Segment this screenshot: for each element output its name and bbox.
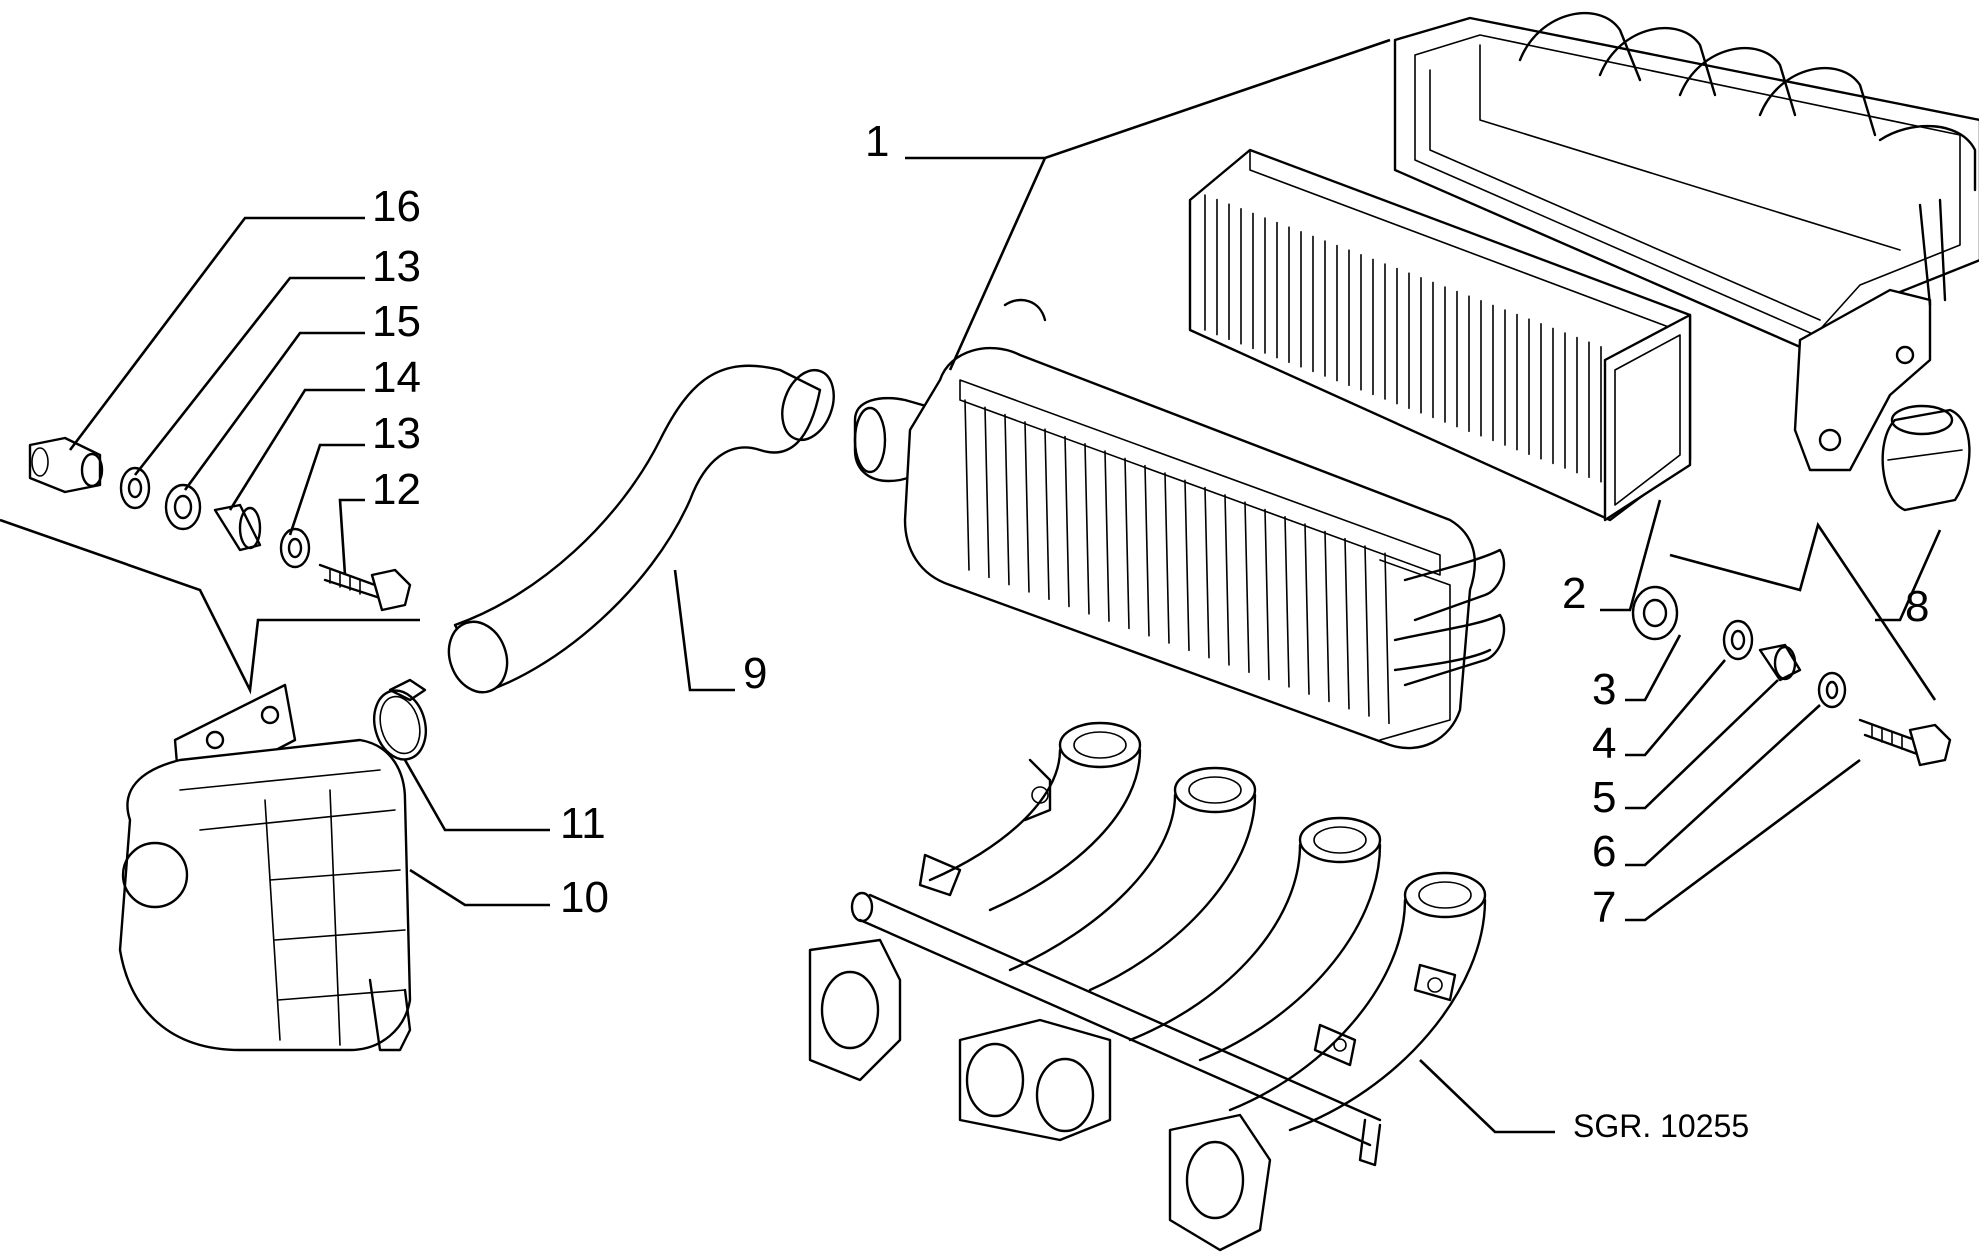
air-filter-cover [1393, 11, 1979, 472]
callout-6: 6 [1592, 827, 1617, 876]
callout-11: 11 [560, 799, 606, 848]
air-filter-element [1188, 148, 1692, 522]
callout-9: 9 [743, 649, 768, 698]
callout-15: 15 [372, 297, 421, 346]
callout-2: 2 [1562, 569, 1587, 618]
air-hose [447, 364, 835, 694]
callout-4: 4 [1592, 719, 1617, 768]
callout-13b: 13 [372, 409, 421, 458]
small-parts-left [28, 436, 412, 612]
callout-3: 3 [1592, 665, 1617, 714]
callout-1: 1 [865, 117, 890, 166]
callout-8: 8 [1905, 582, 1930, 631]
group-brackets [0, 518, 1937, 701]
callout-13a: 13 [372, 242, 421, 291]
callout-16: 16 [372, 182, 421, 231]
callout-10: 10 [560, 873, 609, 922]
callout-5: 5 [1592, 773, 1617, 822]
callout-7: 7 [1592, 883, 1617, 932]
drawing-code: SGR. 10255 [1573, 1108, 1750, 1144]
callout-12: 12 [372, 465, 421, 514]
hose-clamp [373, 678, 427, 761]
leader-lines [68, 38, 1942, 1134]
air-filter-housing [853, 298, 1506, 750]
callout-14: 14 [372, 353, 421, 402]
small-parts-right [1631, 404, 1971, 767]
intake-manifold [808, 721, 1487, 1252]
resonator-box [118, 683, 412, 1052]
